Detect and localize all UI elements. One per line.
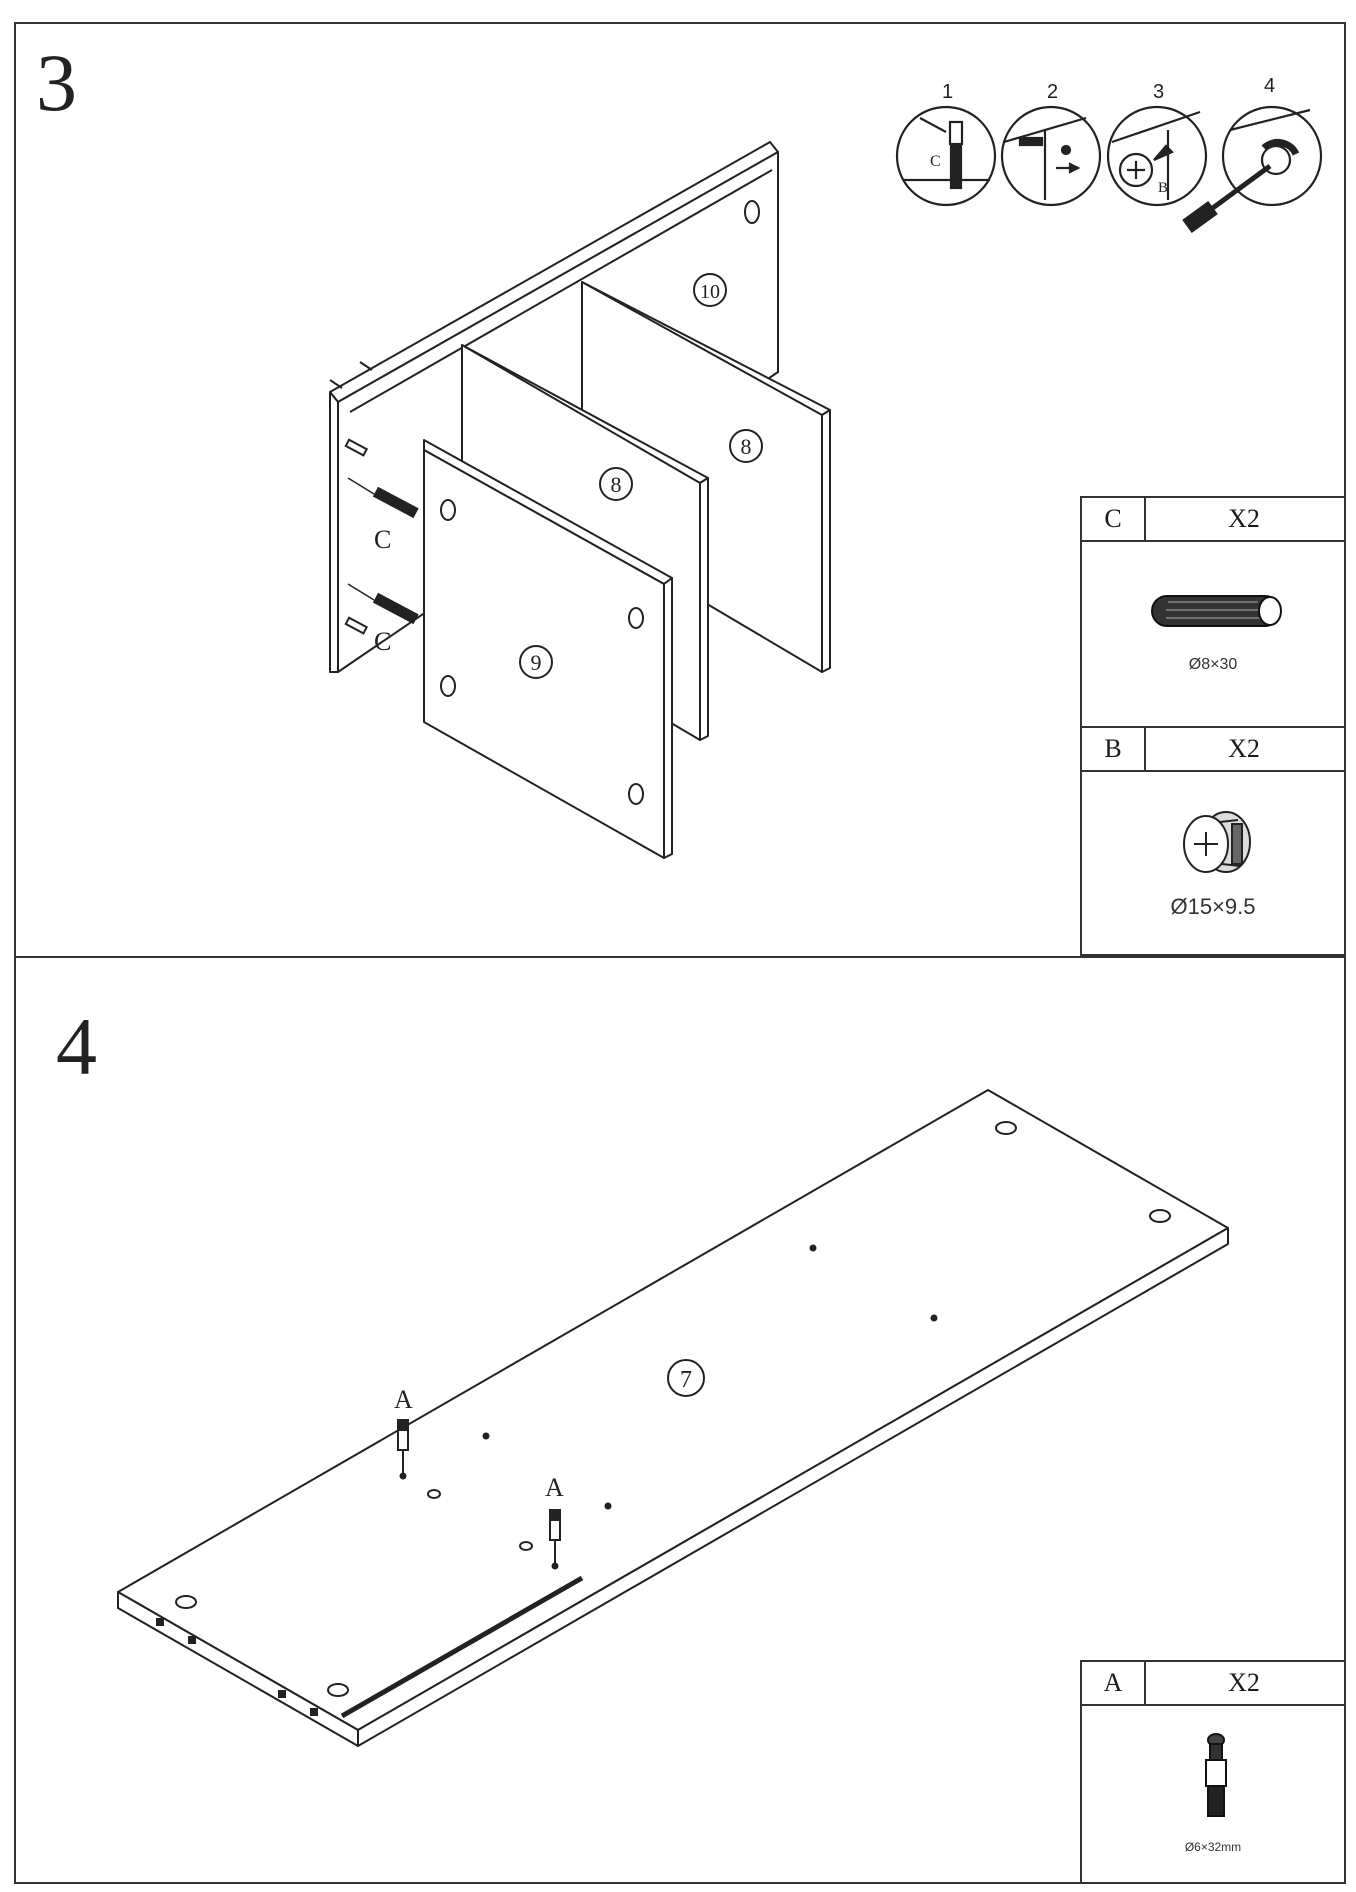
- panel-7-label: 7: [680, 1367, 692, 1393]
- step-1-dowel-insert-icon: [895, 105, 997, 207]
- callout-c-lower: C: [374, 627, 391, 656]
- step-3-number: 3: [36, 37, 77, 128]
- callout-a-right: A: [545, 1473, 564, 1502]
- wooden-dowel-icon: [1151, 595, 1282, 627]
- step-4-screwdriver-icon: [1221, 105, 1323, 207]
- seq-number-3: 3: [1153, 81, 1164, 103]
- cam-bolt-icon: [1205, 1733, 1227, 1817]
- hardware-quantity: X2: [1228, 1668, 1260, 1697]
- panel-7-label-circle: [667, 1359, 705, 1397]
- callout-c-upper: C: [374, 525, 391, 554]
- panel-10-label-circle: [693, 273, 727, 307]
- panel-7-side-edge: [357, 1227, 1229, 1747]
- seq-label-c: C: [930, 153, 941, 170]
- panel-8-back-label-circle: [729, 429, 763, 463]
- panel-7-face: [117, 1089, 1229, 1731]
- hardware-dimension: Ø8×30: [1188, 656, 1238, 673]
- seq-number-1: 1: [942, 81, 953, 103]
- step-2-cam-bolt-icon: [1000, 105, 1102, 207]
- step-divider: [14, 956, 1346, 958]
- seq-number-2: 2: [1047, 81, 1058, 103]
- panel-9-label: 9: [531, 650, 542, 675]
- cam-lock-icon: [1183, 811, 1251, 873]
- hardware-letter: B: [1082, 728, 1146, 770]
- hardware-dimension: Ø15×9.5: [1170, 894, 1256, 919]
- hardware-letter: A: [1082, 1662, 1146, 1704]
- seq-number-4: 4: [1264, 75, 1275, 97]
- step-4-number: 4: [56, 1001, 97, 1092]
- panel-9-label-circle: [519, 645, 553, 679]
- step-3-cam-lock-icon: [1106, 105, 1208, 207]
- panel-8-front-label: 8: [611, 472, 622, 497]
- panel-8-back-label: 8: [741, 434, 752, 459]
- panel-10-label: 10: [700, 281, 720, 303]
- callout-a-left: A: [394, 1385, 413, 1414]
- hardware-quantity: X2: [1228, 734, 1260, 763]
- hardware-box-a: A X2 Ø6×32mm: [1080, 1660, 1346, 1884]
- hardware-box-b: B X2 Ø15×9.5: [1080, 726, 1346, 956]
- hardware-dimension: Ø6×32mm: [1184, 1840, 1242, 1854]
- hardware-quantity: X2: [1228, 504, 1260, 533]
- panel-8-front-label-circle: [599, 467, 633, 501]
- hardware-letter: C: [1082, 498, 1146, 540]
- hardware-box-c: C X2 Ø8×30: [1080, 496, 1346, 728]
- seq-label-b: B: [1158, 180, 1168, 196]
